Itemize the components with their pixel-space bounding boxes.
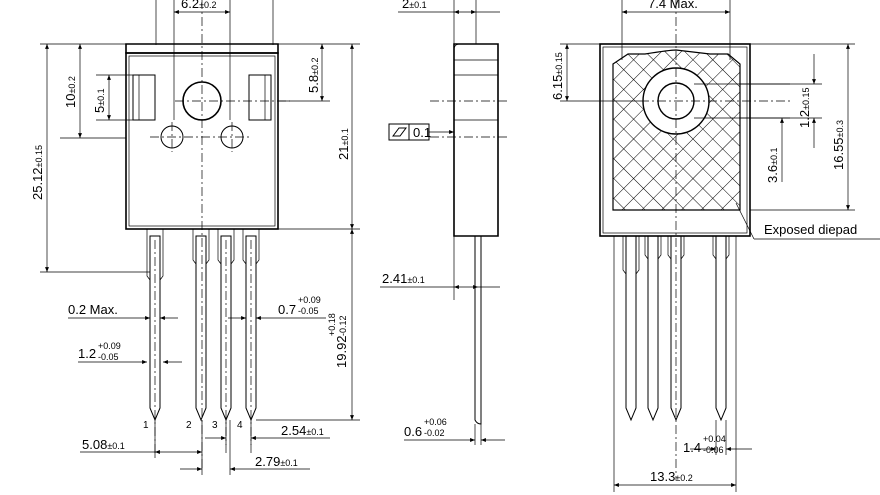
pin-4: [245, 235, 257, 422]
dim-top-thickness: 2±0.1: [402, 0, 427, 11]
side-view: 2±0.1 0.1 2.41±0.1 0.6 +0.06 -0.02: [380, 0, 510, 445]
back-pin-2: [647, 235, 659, 422]
pin-label-1: 1: [143, 420, 149, 431]
dim-lead-width: 1.4: [683, 440, 701, 455]
back-pin-4: [715, 235, 727, 422]
pin-label-2: 2: [186, 420, 192, 431]
dim-lead-thickness: 0.6: [404, 424, 422, 439]
dim-lead-offset: 2.41±0.1: [382, 271, 425, 286]
dim-slot-height: 5±0.1: [92, 88, 107, 113]
pin-1: [149, 235, 161, 422]
right-slot: [248, 74, 272, 121]
dim-hole-dia: 3.6±0.1: [765, 147, 780, 183]
dim-pad-top: 6.15±0.15: [550, 52, 565, 100]
svg-text:+0.06: +0.06: [424, 417, 447, 427]
dim-top-max: 7.4 Max.: [648, 0, 698, 11]
back-pin-1: [625, 235, 637, 422]
dim-pin-width: 1.2: [78, 346, 96, 361]
side-lead: [474, 235, 482, 425]
dim-top-width: 6.2±0.2: [181, 0, 217, 11]
dim-pin-pitch: 2.54±0.1: [281, 423, 324, 438]
svg-text:-0.02: -0.02: [424, 428, 445, 438]
front-pins: [146, 229, 260, 455]
svg-text:-0.06: -0.06: [703, 445, 724, 455]
pin-label-4: 4: [237, 420, 243, 431]
flatness-value: 0.1: [413, 125, 431, 140]
dim-overall-width: 13.3±0.2: [650, 469, 693, 484]
dim-slot-offset: 5.8±0.2: [306, 57, 321, 93]
svg-text:+0.09: +0.09: [298, 295, 321, 305]
svg-text:+0.04: +0.04: [703, 434, 726, 444]
back-pins: [622, 235, 730, 422]
front-view: 1 2 3 4 6.2±0.2 25.12±0.15 10±0.2 5±0.1 …: [30, 0, 360, 475]
dim-pin-span: 5.08±0.1: [82, 437, 125, 452]
back-view: 7.4 Max. 6.15±0.15 1.2±0.15 16.55±0.3 3.…: [550, 0, 880, 492]
dim-hole-offset: 1.2±0.15: [797, 87, 812, 128]
dim-body-height: 21±0.1: [336, 128, 351, 160]
dim-pin-thickness: 0.7: [278, 302, 296, 317]
side-body: [453, 43, 499, 237]
diepad-callout: Exposed diepad: [764, 222, 857, 237]
svg-text:-0.05: -0.05: [98, 352, 119, 362]
flatness-icon: [392, 127, 407, 137]
pin-3: [220, 235, 232, 422]
dim-tab-height: 10±0.2: [63, 76, 78, 108]
svg-text:+0.18: +0.18: [327, 313, 337, 336]
dim-pad-height: 16.55±0.3: [831, 120, 846, 170]
left-slot: [132, 74, 156, 121]
dim-lead-length: 19.92: [334, 335, 349, 368]
dim-pin-offset: 2.79±0.1: [255, 454, 298, 469]
dim-overall-height: 25.12±0.15: [30, 145, 45, 200]
pin-label-3: 3: [212, 420, 218, 431]
dim-pin-max: 0.2 Max.: [68, 302, 118, 317]
svg-text:-0.05: -0.05: [298, 306, 319, 316]
svg-text:+0.09: +0.09: [98, 341, 121, 351]
back-pin-3: [670, 235, 682, 422]
pin-2: [195, 235, 207, 422]
svg-text:-0.12: -0.12: [338, 315, 348, 336]
